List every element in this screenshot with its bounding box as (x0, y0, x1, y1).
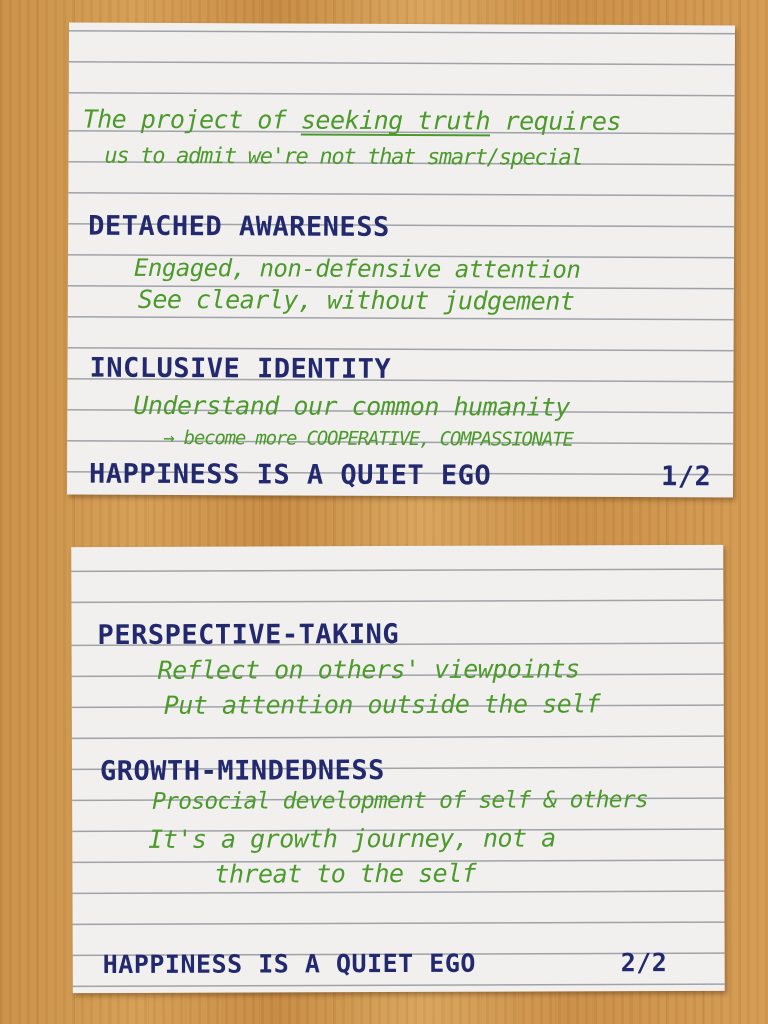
card-1-intro-line-1-pre: The project of (82, 104, 301, 135)
card-1-inclusive-line-1: Understand our common humanity (133, 390, 570, 422)
card-1-intro-line-1: The project of seeking truth requires (82, 104, 622, 136)
index-card-1: The project of seeking truth requires us… (66, 22, 736, 498)
card-1-inclusive-line-2: → become more COOPERATIVE, COMPASSIONATE (163, 426, 573, 451)
card-2-footer-title: HAPPINESS IS A QUIET EGO (102, 948, 476, 980)
card-2-perspective-line-2: Put attention outside the self (163, 689, 601, 720)
card-1-heading-detached-awareness: DETACHED AWARENESS (88, 210, 390, 243)
index-card-2: PERSPECTIVE-TAKING Reflect on others' vi… (71, 544, 725, 994)
card-2-perspective-line-1: Reflect on others' viewpoints (157, 654, 580, 685)
card-2-growth-line-2: It's a growth journey, not a (148, 823, 556, 854)
card-2-heading-growth-mindedness: GROWTH-MINDEDNESS (99, 755, 385, 788)
card-1-page-number: 1/2 (660, 461, 712, 493)
card-1-detached-line-2: See clearly, without judgement (137, 284, 575, 316)
card-1-footer-title: HAPPINESS IS A QUIET EGO (88, 458, 492, 492)
card-2-growth-line-3: threat to the self (214, 858, 477, 889)
card-1-intro-line-2: us to admit we're not that smart/special (104, 143, 583, 171)
card-2-heading-perspective-taking: PERSPECTIVE-TAKING (97, 618, 400, 652)
card-1-detached-line-1: Engaged, non-defensive attention (133, 253, 581, 284)
card-2-growth-line-1: Prosocial development of self & others (152, 787, 648, 815)
card-1-intro-line-1-post: requires (489, 106, 622, 136)
card-2-page-number: 2/2 (620, 948, 668, 978)
card-1-intro-underlined: seeking truth (300, 105, 491, 136)
card-1-heading-inclusive-identity: INCLUSIVE IDENTITY (89, 352, 392, 385)
